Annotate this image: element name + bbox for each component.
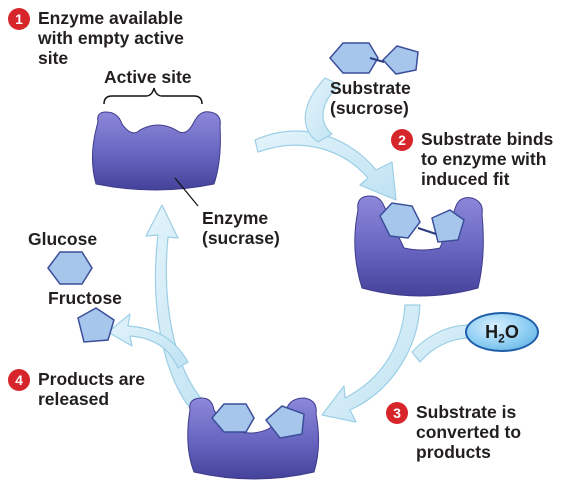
step-4-text: Products are released <box>38 369 145 409</box>
step-3-badge: 3 <box>386 402 408 424</box>
substrate-label: Substrate (sucrose) <box>330 78 411 118</box>
cycle-arrows <box>107 77 471 423</box>
arrow-water-branch <box>411 324 471 363</box>
water-tail: O <box>504 322 519 342</box>
water-base: H <box>485 322 499 342</box>
active-site-bracket <box>103 87 203 105</box>
step-2-text: Substrate binds to enzyme with induced f… <box>421 129 554 189</box>
glucose-hexagon <box>47 251 93 285</box>
water-molecule: H2O <box>465 312 539 352</box>
glucose-label: Glucose <box>28 229 98 249</box>
step-4-badge: 4 <box>8 369 30 391</box>
enzyme-bound <box>354 195 484 297</box>
substrate-sucrose <box>329 42 419 75</box>
arrow-substrate-branch <box>304 77 341 143</box>
active-site-label: Active site <box>104 67 192 87</box>
substrate-bound <box>379 202 465 243</box>
step-3-text: Substrate is converted to products <box>416 402 522 462</box>
step-1-badge: 1 <box>8 8 30 30</box>
arrow-release <box>145 204 211 421</box>
arrow-convert <box>321 304 421 423</box>
products-in-enzyme <box>211 403 305 439</box>
arrow-products <box>107 313 189 369</box>
enzyme-products <box>187 397 320 480</box>
enzyme-label: Enzyme (sucrase) <box>202 208 280 248</box>
water-subscript: 2 <box>498 331 505 346</box>
step-2-badge: 2 <box>391 129 413 151</box>
fructose-label: Fructose <box>48 288 122 308</box>
enzyme-pointer <box>174 177 199 207</box>
enzyme-empty <box>92 111 221 191</box>
step-1-text: Enzyme available with empty active site <box>38 8 184 68</box>
fructose-pentagon <box>77 307 115 343</box>
arrow-bind <box>254 130 397 201</box>
